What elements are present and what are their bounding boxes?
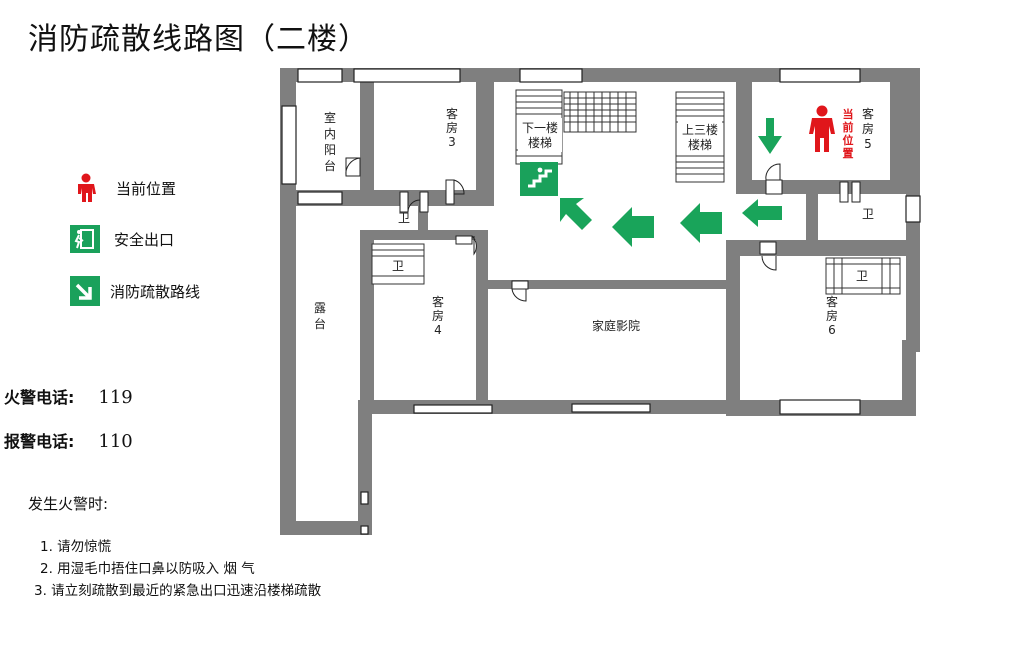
current-location-text: 位 — [843, 133, 854, 147]
exit-sign-icon — [520, 162, 558, 196]
room6-label: 客 — [826, 294, 838, 309]
room-labels: 室 内 阳 台 客 房 3 下一楼 楼梯 上三楼 楼梯 客 房 5 当 前 位 … — [314, 106, 874, 337]
balcony-label: 阳 — [324, 143, 336, 157]
bath-label: 卫 — [856, 269, 868, 283]
current-location-person-icon — [809, 105, 835, 152]
stairs-bath — [371, 243, 901, 295]
stairs-down-label: 下一楼 — [522, 120, 558, 135]
police-phone-number: 110 — [98, 431, 133, 452]
balcony-label: 室 — [324, 110, 336, 125]
room4-label: 4 — [434, 323, 442, 337]
terrace-label: 露 — [314, 301, 326, 315]
balcony-label: 台 — [324, 158, 336, 173]
instruction-step: 2. 用湿毛巾捂住口鼻以防吸入 烟 气 — [40, 561, 255, 577]
arrow-up-left-icon — [560, 198, 592, 230]
stairs-up-plate — [678, 120, 722, 154]
instruction-step: 1. 请勿惊慌 — [40, 539, 112, 555]
instruction-step: 3. 请立刻疏散到最近的紧急出口迅速沿楼梯疏散 — [34, 583, 322, 599]
legend-exit-label: 安全出口 — [114, 230, 175, 249]
room4-label: 客 — [432, 294, 444, 309]
arrow-left-icon — [612, 207, 654, 247]
current-location-text: 前 — [843, 120, 854, 134]
stairs-up-label: 楼梯 — [688, 137, 712, 152]
arrow-left-icon — [680, 203, 722, 243]
stairs-up — [675, 91, 725, 183]
terrace-label: 台 — [314, 316, 326, 331]
balcony-label: 内 — [324, 127, 336, 141]
legend-exit: 安全出口 — [70, 225, 174, 253]
fire-phone: 火警电话: 119 — [4, 384, 133, 408]
police-phone: 报警电话: 110 — [4, 428, 133, 452]
current-location-text: 当 — [843, 107, 854, 121]
room4-label: 房 — [432, 308, 444, 323]
room5-label: 房 — [862, 121, 874, 136]
room6-label: 房 — [826, 308, 838, 323]
bath-label: 卫 — [398, 211, 410, 225]
evacuation-arrow-icon — [70, 276, 100, 306]
arrow-down-icon — [758, 118, 782, 154]
room3-label: 客 — [446, 106, 458, 121]
room6-label: 6 — [828, 323, 836, 337]
room3-label: 3 — [448, 135, 456, 149]
stairs-down-plate — [518, 118, 562, 152]
doors — [345, 157, 861, 302]
current-location-text: 置 — [843, 147, 854, 160]
room3-label: 房 — [446, 120, 458, 135]
stairs-down-label: 楼梯 — [528, 135, 552, 150]
police-phone-label: 报警电话: — [4, 432, 75, 451]
person-icon — [78, 173, 96, 202]
theater-label: 家庭影院 — [592, 318, 640, 333]
exit-sign-icon — [70, 225, 100, 253]
windows — [281, 68, 921, 535]
room5-label: 客 — [862, 106, 874, 121]
room5-label: 5 — [864, 137, 872, 151]
bath-label: 卫 — [862, 207, 874, 221]
legend-current: 当前位置 — [70, 172, 176, 204]
bath-label: 卫 — [392, 259, 404, 273]
instructions-heading: 发生火警时: — [28, 495, 109, 513]
evacuation-route — [560, 118, 782, 247]
legend-route-label: 消防疏散路线 — [110, 282, 201, 301]
fire-phone-label: 火警电话: — [4, 388, 75, 407]
legend-current-label: 当前位置 — [116, 179, 177, 198]
page-title: 消防疏散线路图（二楼） — [28, 22, 369, 57]
stairs-up-label: 上三楼 — [682, 122, 718, 137]
fire-phone-number: 119 — [98, 387, 133, 408]
legend-route: 消防疏散路线 — [70, 276, 200, 306]
arrow-left-icon — [742, 199, 782, 227]
